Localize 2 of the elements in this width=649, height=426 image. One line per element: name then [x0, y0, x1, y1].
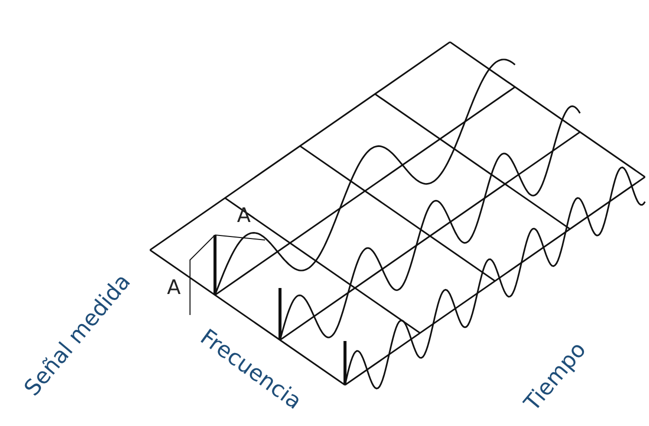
amplitude-label: A — [167, 275, 181, 299]
amplitude-label: A — [237, 203, 251, 227]
